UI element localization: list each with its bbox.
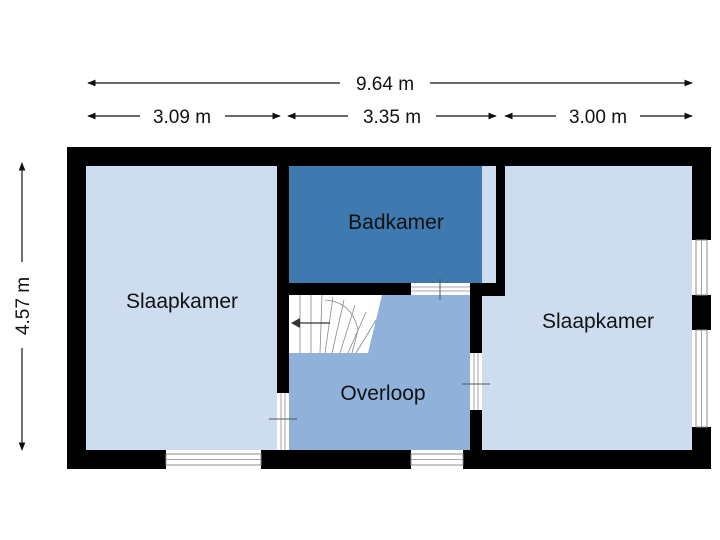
dimension-segment-middle: 3.35 m (287, 107, 497, 128)
segment-left-label: 3.09 m (153, 107, 211, 128)
staircase (289, 294, 382, 354)
door-bathroom (411, 278, 470, 300)
label-bedroom-left: Slaapkamer (126, 290, 238, 313)
depth-label: 4.57 m (13, 277, 34, 335)
stairs-direction-arrow-icon (291, 318, 330, 328)
window-bedroom-right-upper (692, 239, 711, 296)
label-landing: Overloop (340, 382, 425, 405)
dimension-segment-right: 3.00 m (504, 107, 693, 128)
room-bedroom-left (86, 166, 277, 450)
window-bedroom-right-lower (692, 329, 711, 428)
door-bedroom-right (462, 353, 490, 410)
door-bedroom-left (269, 393, 297, 450)
window-bedroom-left-bottom (165, 450, 262, 469)
dimension-segment-left: 3.09 m (87, 107, 281, 128)
segment-right-label: 3.00 m (569, 107, 627, 128)
segment-middle-label: 3.35 m (363, 107, 421, 128)
room-bathroom (289, 166, 496, 283)
window-landing-bottom (410, 450, 464, 469)
dimension-depth: 4.57 m (13, 162, 34, 451)
bedroom-right-extension (505, 166, 692, 296)
dimension-total-width: 9.64 m (87, 74, 693, 95)
label-bathroom: Badkamer (348, 211, 444, 234)
label-bedroom-right: Slaapkamer (542, 310, 654, 333)
total-width-label: 9.64 m (356, 74, 414, 95)
